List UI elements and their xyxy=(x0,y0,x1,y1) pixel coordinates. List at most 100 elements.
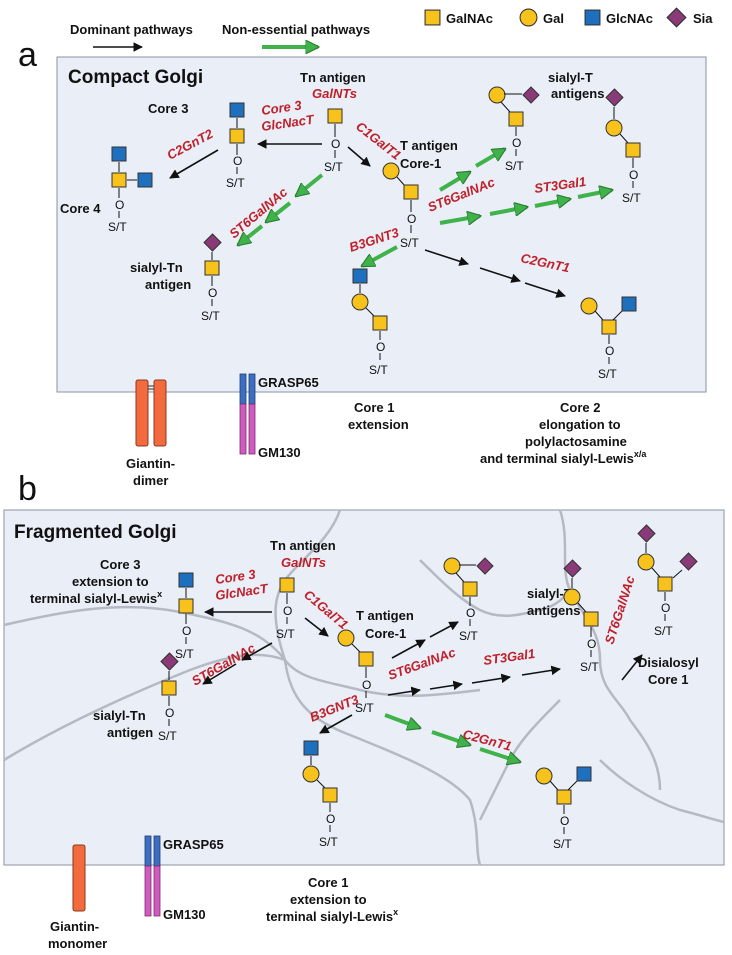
b-core3ext-label-2: extension to xyxy=(72,574,149,589)
b-grasp65-left xyxy=(144,835,152,867)
b-tn-o: O xyxy=(283,604,292,618)
a-arrow-core2-2 xyxy=(479,267,521,283)
legend-glcnac: GlcNAc xyxy=(606,11,653,26)
b-disialosyl-o: O xyxy=(661,601,670,615)
b-sialyltn-st: S/T xyxy=(158,729,177,743)
a-arrow-core2-3 xyxy=(524,282,566,298)
a-grasp65-left xyxy=(239,373,247,405)
a-core2-o: O xyxy=(605,344,614,358)
b-giantin-monomer xyxy=(72,844,86,912)
b-core1ext-st: S/T xyxy=(319,835,338,849)
b-core2-o: O xyxy=(560,814,569,828)
legend: Dominant pathways Non-essential pathways… xyxy=(70,7,713,47)
b-green-arrow-core2-2 xyxy=(431,730,470,745)
a-sialylt2-o: O xyxy=(629,168,638,182)
a-gm130-label: GM130 xyxy=(258,445,301,460)
a-core2-galnac-icon xyxy=(601,319,617,335)
b-arrow-disialosyl xyxy=(621,654,643,681)
a-tn-label: Tn antigen xyxy=(300,70,366,85)
a-core1ext-galnac-icon xyxy=(372,315,388,331)
b-core2-galnac-icon xyxy=(556,789,572,805)
b-green-arrow-core2-3 xyxy=(479,747,520,762)
a-galnts-label: GalNTs xyxy=(312,86,357,101)
b-core1ext-glcnac-icon xyxy=(303,740,319,756)
a-core3-label: Core 3 xyxy=(148,101,188,116)
b-sialylt1-st: S/T xyxy=(459,629,478,643)
a-st3gal1-label: ST3Gal1 xyxy=(533,174,587,196)
a-green-arrow-st3-2 xyxy=(489,207,527,214)
a-arrow-tn-t xyxy=(347,146,371,167)
golgi-fragment-lines xyxy=(3,509,725,866)
a-green-arrow-sialylt-1 xyxy=(438,170,470,192)
legend-dominant-label: Dominant pathways xyxy=(70,22,193,37)
a-arrow-core2-1 xyxy=(424,249,469,266)
a-core4-glcnac-right-icon xyxy=(137,172,153,188)
a-core1ext-label-2: extension xyxy=(348,417,409,432)
a-sialyltn-st: S/T xyxy=(201,309,220,323)
a-sialylt1-galnac-icon xyxy=(508,111,524,127)
panel-b-title: Fragmented Golgi xyxy=(14,522,177,543)
b-core3-enzyme-1: Core 3 xyxy=(214,566,257,587)
a-green-arrow-sialylt-2 xyxy=(474,147,505,168)
b-core3-o: O xyxy=(182,624,191,638)
glcnac-icon xyxy=(584,9,601,26)
a-tn-st: S/T xyxy=(324,160,343,174)
b-sialyltn-label-2: antigen xyxy=(107,725,153,740)
b-sialyltn-galnac-icon xyxy=(161,680,177,696)
panel-a-title: Compact Golgi xyxy=(68,67,203,88)
a-core3-enzyme-1: Core 3 xyxy=(260,97,303,118)
a-tn-galnac-icon xyxy=(327,108,343,124)
a-green-arrow-sialyltn-3 xyxy=(238,224,264,245)
sia-icon xyxy=(666,7,687,28)
a-sialyltn-label-1: sialyl-Tn xyxy=(130,260,183,275)
b-core3-glcnac-icon xyxy=(178,572,194,588)
b-sialylt2-st: S/T xyxy=(580,660,599,674)
b-core1ext-gal-icon xyxy=(302,765,320,783)
a-sialyltn-galnac-icon xyxy=(204,260,220,276)
a-green-arrow-st3-3 xyxy=(534,199,570,206)
b-arrow-sialylt-1 xyxy=(391,639,426,659)
b-sialylt1-galnac-icon xyxy=(462,581,478,597)
b-t-o: O xyxy=(362,678,371,692)
b-arrow-st3-4 xyxy=(521,665,561,676)
a-core2-label-1: Core 2 xyxy=(560,400,600,415)
a-core2-label-3: polylactosamine xyxy=(525,434,627,449)
a-core2-label-2: elongation to xyxy=(539,417,621,432)
b-disialosyl-gal-icon xyxy=(637,553,655,571)
b-gm130-label: GM130 xyxy=(163,907,206,922)
a-sialylt2-galnac-icon xyxy=(625,142,641,158)
a-core2-st: S/T xyxy=(598,367,617,381)
a-green-arrow-st3-1 xyxy=(439,216,480,223)
a-core1-label: Core-1 xyxy=(400,156,441,171)
panel-b-letter: b xyxy=(18,470,37,508)
b-sialylt2-gal-icon xyxy=(563,588,581,606)
a-t-antigen-label: T antigen xyxy=(400,138,458,153)
a-green-arrow-sialyltn-1 xyxy=(296,173,324,196)
b-st3gal1-label: ST3Gal1 xyxy=(482,646,536,668)
b-tn-label: Tn antigen xyxy=(270,538,336,553)
a-core2-glcnac-icon xyxy=(621,296,637,312)
a-core4-label: Core 4 xyxy=(60,201,101,216)
a-sialyltn-label-2: antigen xyxy=(145,277,191,292)
a-giantin-right xyxy=(153,379,167,447)
a-sialyltn-o: O xyxy=(208,286,217,300)
a-sialylt2-gal-icon xyxy=(605,119,623,137)
a-core1ext-glcnac-icon xyxy=(352,268,368,284)
b-grasp65-label: GRASP65 xyxy=(163,837,224,852)
a-core4-st: S/T xyxy=(108,220,127,234)
b-core3-enzyme-2: GlcNacT xyxy=(214,581,269,603)
b-sialylt1-gal-icon xyxy=(443,557,461,575)
a-sialylt1-st: S/T xyxy=(505,159,524,173)
panel-a-golgi-box xyxy=(56,56,707,393)
b-sialylt2-o: O xyxy=(587,637,596,651)
b-core1ext-label-3: terminal sialyl-Lewisx xyxy=(266,907,398,924)
a-gm130-right xyxy=(248,403,256,455)
a-t-o: O xyxy=(407,212,416,226)
a-sialylt-label: sialyl-T xyxy=(548,70,593,85)
b-sialyltn-label-1: sialyl-Tn xyxy=(93,708,146,723)
a-arrow-core3-core4 xyxy=(169,149,219,179)
a-giantin-left xyxy=(135,379,149,447)
b-t-antigen-label: T antigen xyxy=(356,608,414,623)
b-arrow-st3-3 xyxy=(471,673,511,684)
b-arrow-st3-2 xyxy=(429,680,463,691)
